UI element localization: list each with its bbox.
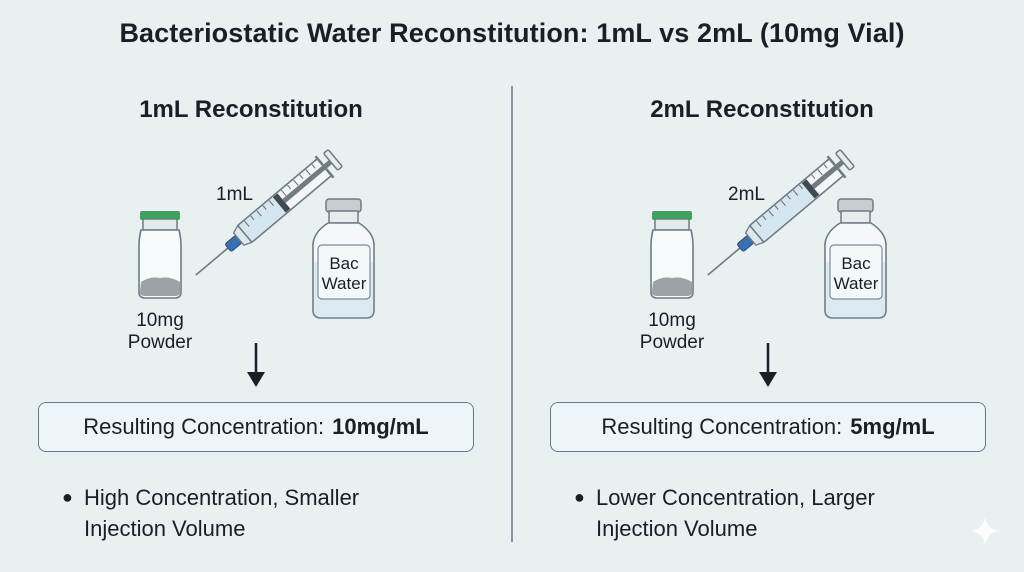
result-value: 10mg/mL xyxy=(332,414,429,439)
result-value: 5mg/mL xyxy=(850,414,935,439)
divider xyxy=(511,86,513,542)
result-concentration-box: Resulting Concentration: 10mg/mL xyxy=(38,402,474,452)
powder-label: 10mg Powder xyxy=(639,310,705,353)
result-concentration-box: Resulting Concentration: 5mg/mL xyxy=(550,402,986,452)
page-title: Bacteriostatic Water Reconstitution: 1mL… xyxy=(119,18,905,48)
panel-2ml: 2mL Reconstitution xyxy=(512,0,1024,572)
bullet-text: High Concentration, Smaller Injection Vo… xyxy=(84,485,360,541)
powder-label: 10mg Powder xyxy=(127,310,193,353)
powder-vial-icon xyxy=(650,211,694,299)
bac-water-label: Bac Water xyxy=(321,254,367,293)
arrow-down-icon xyxy=(759,343,777,387)
reconstitution-illustration xyxy=(650,149,887,387)
bac-water-vial-icon xyxy=(312,198,375,319)
result-prefix: Resulting Concentration: xyxy=(83,414,325,439)
bullet-dot-icon: ● xyxy=(574,487,585,507)
syringe-icon xyxy=(195,149,343,276)
bullet-text: Lower Concentration, Larger Injection Vo… xyxy=(596,485,875,541)
syringe-icon xyxy=(707,149,855,276)
bullet-dot-icon: ● xyxy=(62,487,73,507)
bac-water-label: Bac Water xyxy=(833,254,879,293)
panel-1ml: 1mL Reconstitution xyxy=(38,96,474,544)
powder-vial-icon xyxy=(138,211,182,299)
bac-water-vial-icon xyxy=(824,198,887,319)
bullet-point: ● High Concentration, Smaller Injection … xyxy=(62,482,444,544)
sparkle-icon xyxy=(971,517,999,545)
syringe-volume-label: 2mL xyxy=(728,184,765,205)
panel-heading: 2mL Reconstitution xyxy=(650,96,874,123)
arrow-down-icon xyxy=(247,343,265,387)
panel-heading: 1mL Reconstitution xyxy=(139,96,363,123)
result-prefix: Resulting Concentration: xyxy=(601,414,843,439)
reconstitution-illustration xyxy=(138,149,375,387)
syringe-volume-label: 1mL xyxy=(216,184,253,205)
bullet-point: ● Lower Concentration, Larger Injection … xyxy=(574,482,956,544)
